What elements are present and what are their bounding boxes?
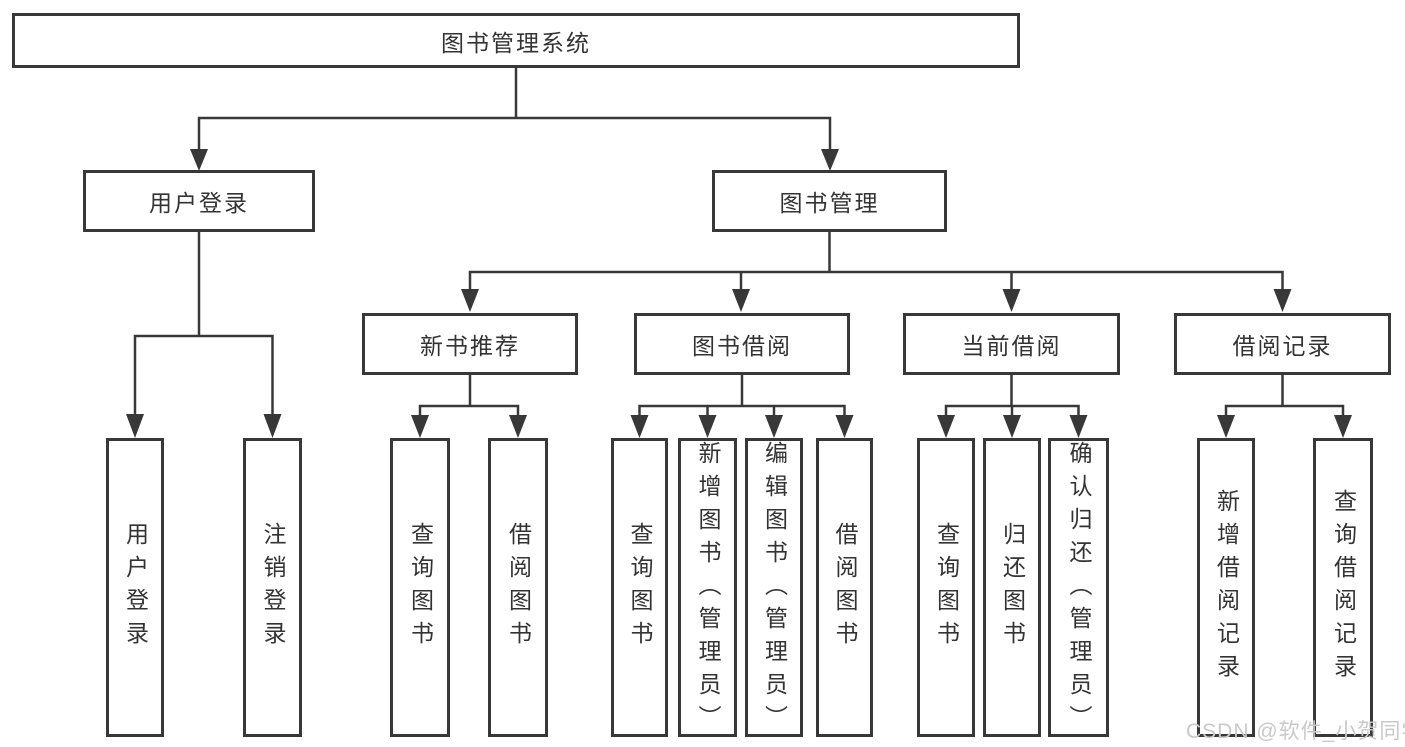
leaf-recommend-query-books: 查询图书 — [390, 438, 450, 737]
leaf-borrow-add-books-admin: 新增图书（管理员） — [678, 438, 737, 738]
leaf-records-add-record: 新增借阅记录 — [1197, 438, 1255, 737]
leaf-borrow-edit-books-admin: 编辑图书（管理员） — [745, 438, 803, 738]
leaf-recommend-borrow-books: 借阅图书 — [488, 438, 548, 737]
leaf-borrow-query-books: 查询图书 — [611, 438, 668, 737]
leaf-current-confirm-return-admin: 确认归还（管理员） — [1048, 438, 1109, 738]
csdn-watermark: CSDN @软件_小贺同学 — [1186, 720, 1405, 743]
node-user-login: 用户登录 — [83, 170, 315, 232]
node-book-borrow: 图书借阅 — [634, 313, 850, 375]
leaf-current-return-books: 归还图书 — [983, 438, 1041, 737]
leaf-borrow-borrow-books: 借阅图书 — [816, 438, 873, 737]
node-library-system-root: 图书管理系统 — [12, 13, 1020, 68]
leaf-current-query-books: 查询图书 — [917, 438, 975, 737]
node-new-book-recommend: 新书推荐 — [362, 313, 578, 375]
node-book-management: 图书管理 — [712, 170, 947, 232]
node-current-borrow: 当前借阅 — [903, 313, 1120, 375]
leaf-user-login: 用户登录 — [106, 438, 164, 737]
leaf-records-query-record: 查询借阅记录 — [1313, 438, 1373, 737]
node-borrow-records: 借阅记录 — [1174, 313, 1391, 375]
leaf-logout: 注销登录 — [243, 438, 302, 737]
